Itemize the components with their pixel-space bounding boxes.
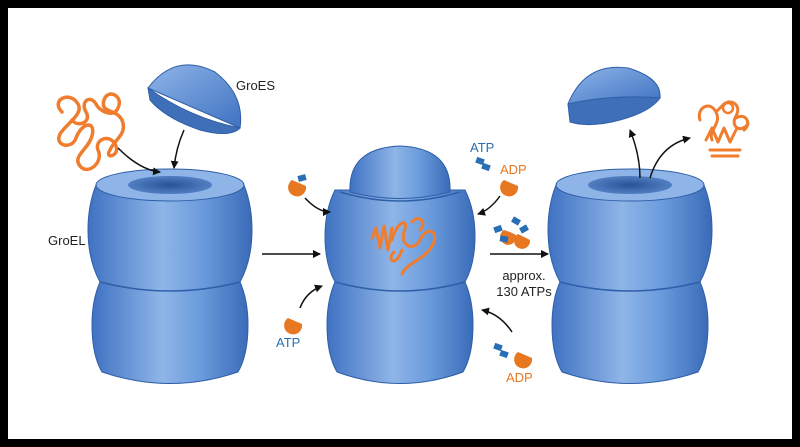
- groel-left: [87, 168, 253, 384]
- groel-middle-top-ring: [324, 189, 476, 292]
- groel-right-bottom-ring: [551, 281, 709, 384]
- approx-label-line1: approx.: [502, 268, 546, 283]
- arrow-atp-in-bottom: [299, 284, 323, 309]
- groel-left-opening: [128, 176, 212, 194]
- groes-label: GroES: [236, 78, 276, 93]
- groel-middle: [324, 145, 476, 384]
- adp-label-top: ADP: [500, 162, 527, 177]
- arrow-atp-in-bottomright: [481, 307, 513, 333]
- folding-protein: [370, 217, 437, 276]
- arrow-protein-release: [649, 135, 691, 179]
- atp-molecule-mid-topleft: [297, 174, 307, 182]
- atp-molecule-bottomright: [493, 342, 509, 359]
- folded-protein: [697, 100, 750, 158]
- unfolded-protein: [56, 92, 126, 172]
- groel-label: GroEL: [48, 233, 86, 248]
- arrow-protein-in: [117, 147, 161, 176]
- arrow-lid-release: [628, 129, 641, 179]
- arrow-adp-out-top: [477, 195, 501, 216]
- groel-left-bottom-ring: [91, 281, 249, 384]
- atp-label-bottom: ATP: [276, 335, 301, 350]
- approx-label-line2: 130 ATPs: [496, 284, 552, 299]
- groes-lid-left: [147, 64, 242, 134]
- adp-molecule-mid-topright: [500, 180, 519, 197]
- atp-cluster: [493, 216, 531, 249]
- groel-middle-bottom-ring: [326, 281, 474, 384]
- atp-molecule-mid-bottomleft: [284, 318, 303, 335]
- arrow-lid-down: [170, 129, 185, 169]
- groes-lid-right: [567, 66, 661, 126]
- groel-right: [547, 168, 713, 384]
- atp-molecule-mid-topright: [475, 156, 491, 172]
- atp-label-top: ATP: [470, 140, 495, 155]
- groel-right-opening: [588, 176, 672, 194]
- arrow-atp-in-top: [304, 197, 331, 216]
- groes-lid-middle: [349, 145, 451, 199]
- adp-molecule-mid-topleft: [288, 180, 307, 197]
- adp-label-bottom: ADP: [506, 370, 533, 385]
- adp-molecule-bottomright: [514, 352, 533, 369]
